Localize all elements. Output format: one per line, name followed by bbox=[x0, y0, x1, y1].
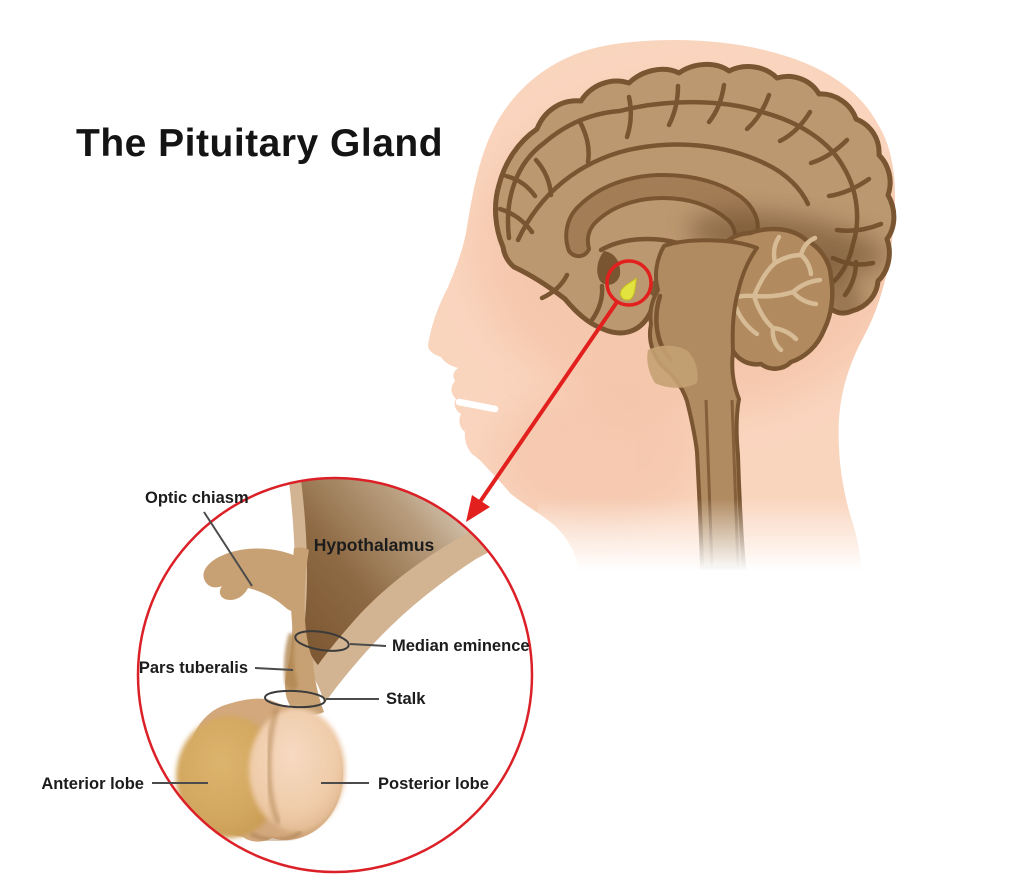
label-posterior-lobe: Posterior lobe bbox=[378, 775, 489, 793]
posterior-lobe-shape bbox=[249, 708, 345, 832]
page-title: The Pituitary Gland bbox=[76, 122, 443, 165]
mouth-line bbox=[455, 398, 499, 413]
pituitary-gland-icon bbox=[619, 277, 638, 301]
zoom-arrow bbox=[466, 300, 619, 522]
lobe-crease bbox=[266, 707, 281, 825]
optic-chiasm-leader bbox=[203, 511, 253, 587]
pars-tuberalis-shape bbox=[284, 632, 298, 690]
label-stalk: Stalk bbox=[386, 690, 426, 708]
median-eminence-leader bbox=[349, 643, 387, 647]
inset-circle bbox=[136, 476, 534, 874]
neck-fade-solid bbox=[538, 584, 938, 604]
arbor-vitae bbox=[719, 234, 823, 353]
label-hypothalamus: Hypothalamus bbox=[314, 535, 435, 555]
pituitary-highlight-circle bbox=[605, 259, 653, 307]
label-anterior-lobe: Anterior lobe bbox=[41, 775, 144, 793]
uncus-bump bbox=[647, 345, 698, 388]
lobe-dimple bbox=[250, 830, 303, 842]
zoom-arrow-line bbox=[471, 300, 619, 514]
median-eminence-ring bbox=[294, 630, 350, 652]
zoom-arrowhead bbox=[466, 495, 490, 522]
label-median-eminence: Median eminence bbox=[392, 637, 530, 655]
neck-fade bbox=[538, 498, 938, 590]
label-optic-chiasm: Optic chiasm bbox=[145, 489, 249, 507]
third-ventricle-recess bbox=[597, 251, 621, 285]
optic-chiasm-shape bbox=[203, 548, 296, 611]
stalk-ring bbox=[264, 689, 326, 709]
label-pars-tuberalis: Pars tuberalis bbox=[139, 659, 248, 677]
brain-illustration bbox=[496, 64, 894, 570]
pars-tuberalis-leader bbox=[254, 667, 294, 671]
